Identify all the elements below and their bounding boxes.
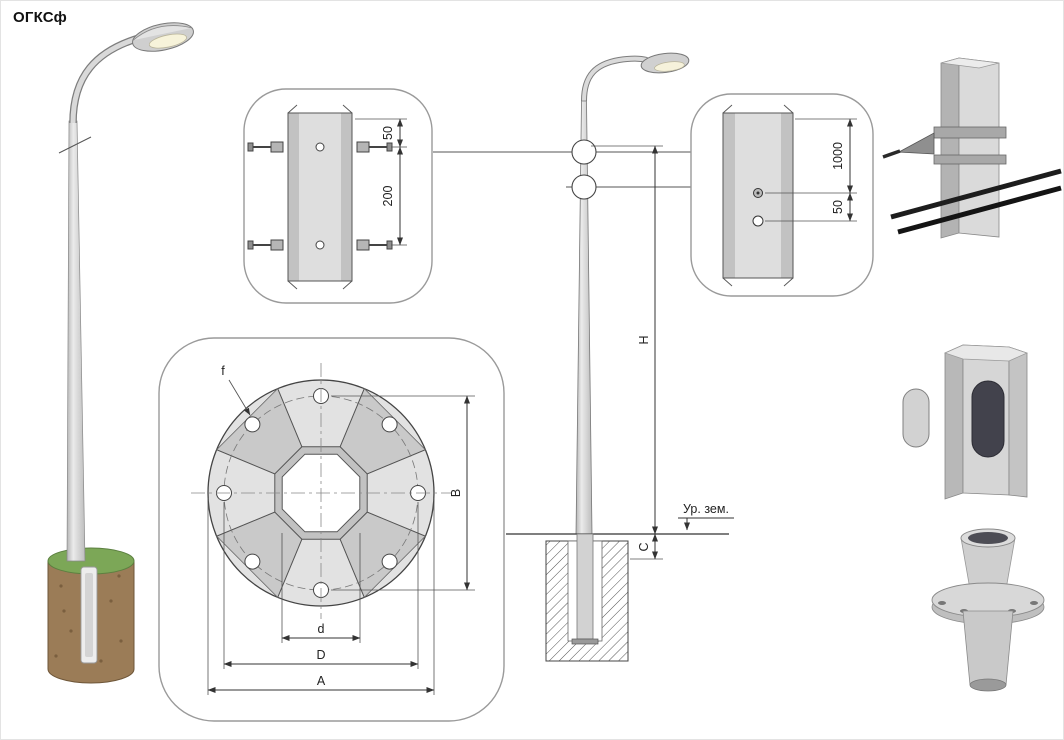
flange-detail-callout: f B d D A [158, 337, 505, 722]
lamp-lens [654, 61, 685, 72]
arm [582, 56, 648, 102]
embedded-pole [576, 533, 594, 640]
dim-B: B [449, 489, 463, 497]
embed-sleeve [962, 610, 1014, 686]
hole [752, 215, 764, 227]
handhole-render [902, 344, 1028, 500]
cable-channel-slot [85, 573, 93, 657]
arm [70, 35, 140, 124]
strip-left-band [288, 113, 299, 281]
pole-opening-interior [968, 532, 1008, 544]
detail-right-callout: 1000 50 [690, 93, 874, 297]
dim-top-50: 50 [381, 126, 395, 140]
pole-base-plate [571, 638, 599, 645]
sleeve-bottom [969, 678, 1007, 692]
cable-lower [897, 185, 1062, 235]
pole-facet-right [1008, 346, 1028, 498]
ground-label: Ур. зем. [683, 502, 729, 516]
pole-top-cap [940, 57, 1000, 69]
dim-H: H [637, 335, 651, 344]
tension-wedge [897, 132, 935, 155]
drawing-title: ОГКСф [13, 9, 67, 26]
dim-right-50: 50 [831, 200, 845, 214]
strip-center [299, 113, 341, 281]
dim-top-200: 200 [381, 186, 395, 207]
cable-upper [890, 168, 1062, 220]
strip-left-band [723, 113, 735, 278]
pole-top-cap [944, 344, 1028, 362]
pole-facet-left [940, 57, 960, 239]
band-clamp-lower [933, 154, 1007, 165]
dim-D: D [316, 648, 325, 662]
clamp-bolts [247, 141, 393, 251]
bolt-center [756, 191, 760, 195]
hand-hole [971, 380, 1005, 458]
strip-right-band [341, 113, 352, 281]
detail-balloon-lower [571, 174, 597, 200]
pole-3d-render [47, 22, 194, 684]
strip-right-band [781, 113, 793, 278]
band-clamp-upper [933, 126, 1007, 139]
strip-hole-bottom [315, 240, 325, 250]
strip-outline [287, 112, 353, 282]
break-mark [58, 136, 92, 154]
strip-hole-top [315, 142, 325, 152]
dim-f: f [221, 364, 225, 378]
dim-d: d [318, 622, 325, 636]
pole-facet-left [944, 344, 964, 500]
detail-top-callout: 50 200 [243, 88, 433, 304]
foundation-speckles [54, 574, 123, 663]
base-flange-render [931, 528, 1045, 692]
pole-elevation: H Ур. зем. C [433, 52, 734, 662]
lamp-lens [148, 33, 187, 49]
luminaire [640, 52, 690, 74]
luminaire [132, 22, 194, 52]
hole-cover-plate [902, 388, 930, 448]
pole-shaft [66, 120, 86, 562]
wire-tail [882, 149, 901, 159]
clamp-cable-render [882, 57, 1062, 239]
dim-A: A [317, 674, 326, 688]
detail-balloon-upper [571, 139, 597, 165]
strip-outline [722, 112, 794, 279]
pole-shaft [575, 100, 593, 535]
arm-outline [581, 55, 648, 102]
dim-C: C [637, 542, 651, 551]
dim-right-1000: 1000 [831, 142, 845, 170]
